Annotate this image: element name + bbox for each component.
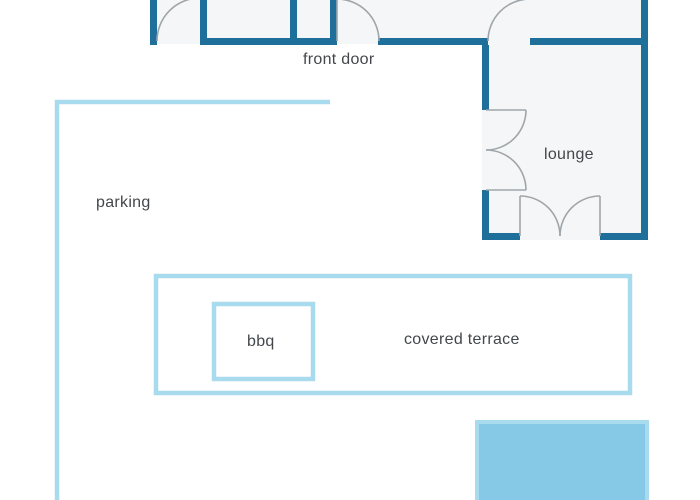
door-arc-front [340, 0, 380, 42]
door-arc-lounge-top [487, 0, 527, 42]
door-arcs [156, 0, 601, 237]
wall-top-segment [530, 38, 648, 45]
door-arc-patio-right [559, 195, 601, 237]
pool [475, 420, 649, 500]
door-arc-left [156, 0, 191, 42]
label-covered-terrace: covered terrace [404, 331, 520, 348]
wall-stub [200, 0, 207, 45]
door-arc-patio-left [519, 195, 561, 237]
wall-lounge-bottom [600, 233, 648, 240]
wall-stub [290, 0, 297, 45]
house-interior [150, 0, 648, 240]
door-arc-french-lower [485, 149, 527, 191]
wall-stub [330, 0, 337, 45]
door-arc-french-upper [485, 109, 527, 151]
wall-lounge-right [641, 0, 648, 240]
wall-lounge-left [482, 45, 489, 110]
wall-top-segment [378, 38, 488, 45]
parking-boundary [54, 99, 330, 500]
label-front-door: front door [303, 51, 375, 68]
interior-lounge [482, 0, 648, 240]
walls [150, 0, 648, 240]
label-parking: parking [96, 194, 151, 211]
wall-lounge-left [482, 190, 489, 233]
wall-top-segment [200, 38, 337, 45]
label-lounge: lounge [544, 146, 594, 163]
covered-terrace-outline [153, 273, 633, 396]
label-bbq: bbq [247, 333, 275, 350]
wall-stub [150, 0, 157, 45]
bbq-outline [211, 301, 316, 382]
outdoor-areas [54, 99, 649, 500]
wall-lounge-bottom [482, 233, 520, 240]
